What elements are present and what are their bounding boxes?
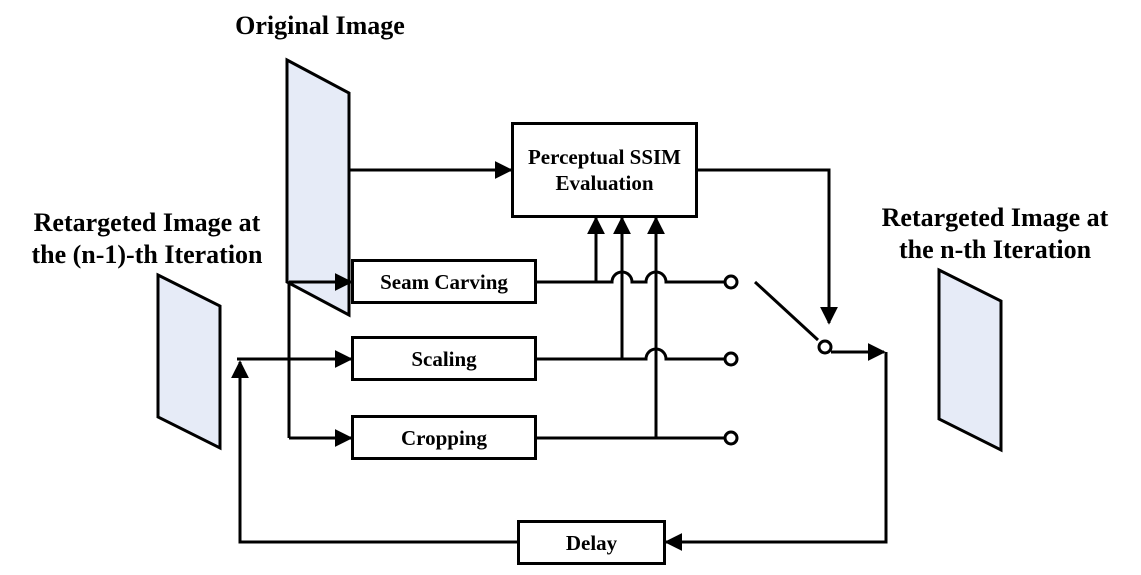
switch-pivot (817, 339, 833, 355)
next-image-label: Retargeted Image at the n-th Iteration (855, 202, 1135, 266)
perceptual-ssim-evaluation-block: Perceptual SSIM Evaluation (511, 122, 698, 218)
cropping-label: Cropping (401, 425, 487, 450)
evaluation-block-line1: Perceptual SSIM (527, 145, 682, 169)
terminal-scaling (723, 351, 739, 367)
terminal-cropping (723, 430, 739, 446)
scaling-block: Scaling (351, 336, 537, 381)
cropping-block: Cropping (351, 415, 537, 460)
prev-image-shape (156, 272, 222, 451)
next-image-label-line2: the n-th Iteration (898, 235, 1092, 264)
feedback-line-from-delay (231, 360, 517, 544)
scaling-output-line (537, 347, 724, 361)
original-image-shape (285, 57, 351, 318)
arrow-evaluation-to-switch (698, 168, 838, 325)
prev-image-label-line1: Retargeted Image at (33, 208, 261, 237)
evaluation-block-line2: Evaluation (555, 171, 654, 195)
delay-block: Delay (517, 520, 666, 565)
original-image-label-text: Original Image (235, 11, 405, 40)
prev-image-label: Retargeted Image at the (n-1)-th Iterati… (4, 207, 290, 271)
terminal-seam-carving (723, 274, 739, 290)
switch-arm (753, 280, 820, 342)
delay-label: Delay (565, 530, 618, 555)
next-image-shape (937, 267, 1003, 453)
seam-carving-output-line (537, 270, 724, 284)
seam-carving-block: Seam Carving (351, 259, 537, 304)
prev-image-label-line2: the (n-1)-th Iteration (31, 240, 263, 269)
original-image-label: Original Image (220, 10, 420, 42)
scaling-label: Scaling (411, 346, 477, 371)
next-image-label-line1: Retargeted Image at (881, 203, 1109, 232)
seam-carving-label: Seam Carving (380, 269, 508, 294)
feedback-line-to-delay (664, 352, 888, 551)
